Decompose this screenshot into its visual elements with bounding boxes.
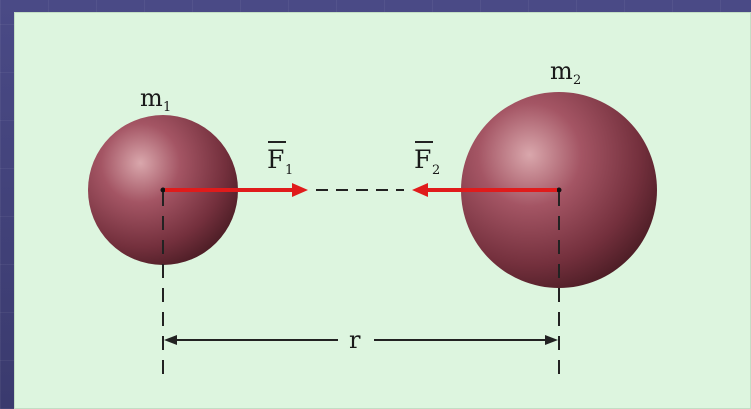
distance-arrowhead-right xyxy=(545,335,558,345)
force-2-subscript: 2 xyxy=(432,163,440,178)
mass-2-label: m xyxy=(550,57,573,85)
distance-label: r xyxy=(349,326,361,354)
mass-1-subscript: 1 xyxy=(163,100,171,115)
force-2-arrowhead xyxy=(412,183,428,197)
mass-1-label: m xyxy=(140,84,163,112)
mass-2-subscript: 2 xyxy=(573,73,581,88)
force-2-label: F xyxy=(414,145,431,174)
distance-arrowhead-left xyxy=(164,335,177,345)
mass-2-center xyxy=(556,187,562,193)
force-1-label: F xyxy=(267,145,284,174)
force-1-subscript: 1 xyxy=(285,163,293,178)
force-1-arrowhead xyxy=(292,183,308,197)
mass-1-center xyxy=(160,187,166,193)
